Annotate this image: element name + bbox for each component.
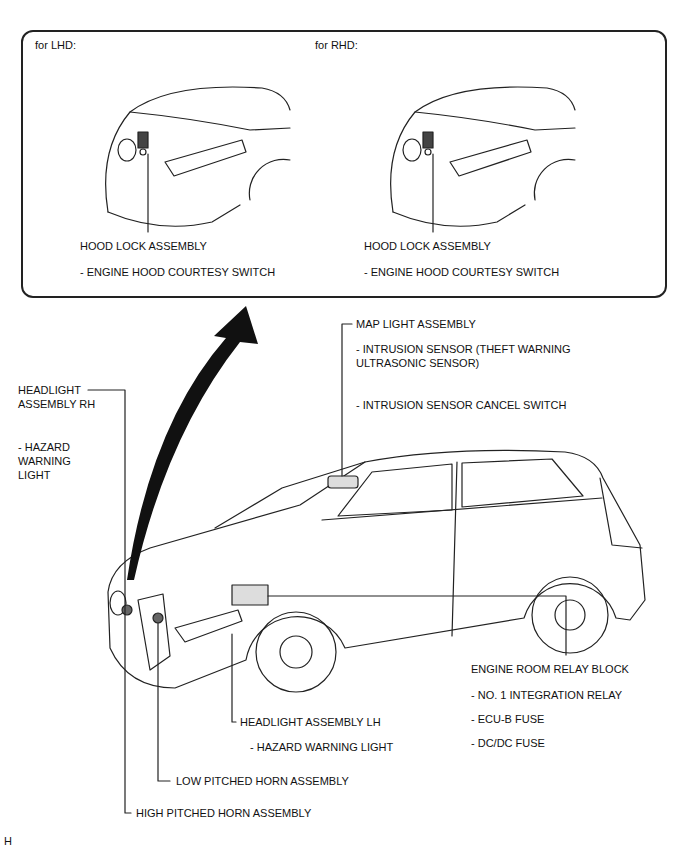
wheel-arch xyxy=(249,159,290,200)
panel-text: HOOD LOCK ASSEMBLY xyxy=(80,239,300,253)
part-label: HIGH PITCHED HORN ASSEMBLY xyxy=(136,806,396,820)
part-label: - HAZARD WARNING LIGHT xyxy=(250,740,470,754)
part-label: - INTRUSION SENSOR CANCEL SWITCH xyxy=(356,398,666,412)
part-label: MAP LIGHT ASSEMBLY xyxy=(356,317,656,331)
headlight xyxy=(165,140,246,176)
car-body-outline xyxy=(108,450,645,688)
panel-text: - ENGINE HOOD COURTESY SWITCH xyxy=(80,265,340,279)
hatch-line xyxy=(600,478,642,548)
part-label: LOW PITCHED HORN ASSEMBLY xyxy=(176,774,436,788)
wheel-hub xyxy=(555,600,585,630)
leader-line xyxy=(147,154,148,232)
window xyxy=(462,459,583,507)
bumper-line xyxy=(108,205,240,226)
belt-line xyxy=(322,498,602,520)
part-label: HEADLIGHT ASSEMBLY LH xyxy=(240,715,460,729)
hood-lock-pin xyxy=(425,149,431,155)
callout-arrow xyxy=(127,306,258,580)
wheel xyxy=(256,612,336,692)
leader-line xyxy=(342,324,352,476)
headlight xyxy=(450,140,531,176)
part-label: HEADLIGHT ASSEMBLY RH xyxy=(18,383,110,411)
panel-text: - ENGINE HOOD COURTESY SWITCH xyxy=(364,265,644,279)
hood-lock xyxy=(138,132,148,148)
leader-line xyxy=(88,390,131,813)
hood-lock-pin xyxy=(140,149,146,155)
leader-line xyxy=(432,154,433,232)
relay-block xyxy=(232,585,268,605)
panel-text: for LHD: xyxy=(35,38,295,52)
hood-lock xyxy=(423,132,433,148)
grille xyxy=(138,594,170,670)
inset-panel: for LHD: HOOD LOCK ASSEMBLY - ENGINE HOOD … xyxy=(21,30,667,298)
leader-line xyxy=(158,623,170,781)
panel-text: for RHD: xyxy=(315,38,575,52)
part-label: - NO. 1 INTEGRATION RELAY xyxy=(471,688,681,702)
horn xyxy=(122,605,132,615)
map-light xyxy=(328,476,358,488)
part-label: - DC/DC FUSE xyxy=(471,736,671,750)
car-front-outline xyxy=(391,87,575,212)
leader-line xyxy=(232,634,236,722)
part-label: - ECU-B FUSE xyxy=(471,712,671,726)
car-hood-line xyxy=(130,112,290,130)
part-label: H xyxy=(4,834,24,848)
wheel-hub xyxy=(280,636,312,668)
part-label: - INTRUSION SENSOR (THEFT WARNING ULTRAS… xyxy=(356,342,606,370)
car-front-outline xyxy=(106,87,290,212)
window xyxy=(338,464,452,516)
part-label: - HAZARD WARNING LIGHT xyxy=(18,440,90,482)
bumper-line xyxy=(393,205,525,226)
door-line xyxy=(452,462,457,636)
car-hood-line xyxy=(415,112,575,130)
wheel-arch xyxy=(534,159,575,200)
panel-text: HOOD LOCK ASSEMBLY xyxy=(364,239,584,253)
leader-line xyxy=(268,596,566,655)
part-label: ENGINE ROOM RELAY BLOCK xyxy=(471,662,681,676)
wheel xyxy=(532,577,608,653)
headlight xyxy=(403,139,421,161)
headlight xyxy=(118,139,136,161)
horn xyxy=(153,613,163,623)
